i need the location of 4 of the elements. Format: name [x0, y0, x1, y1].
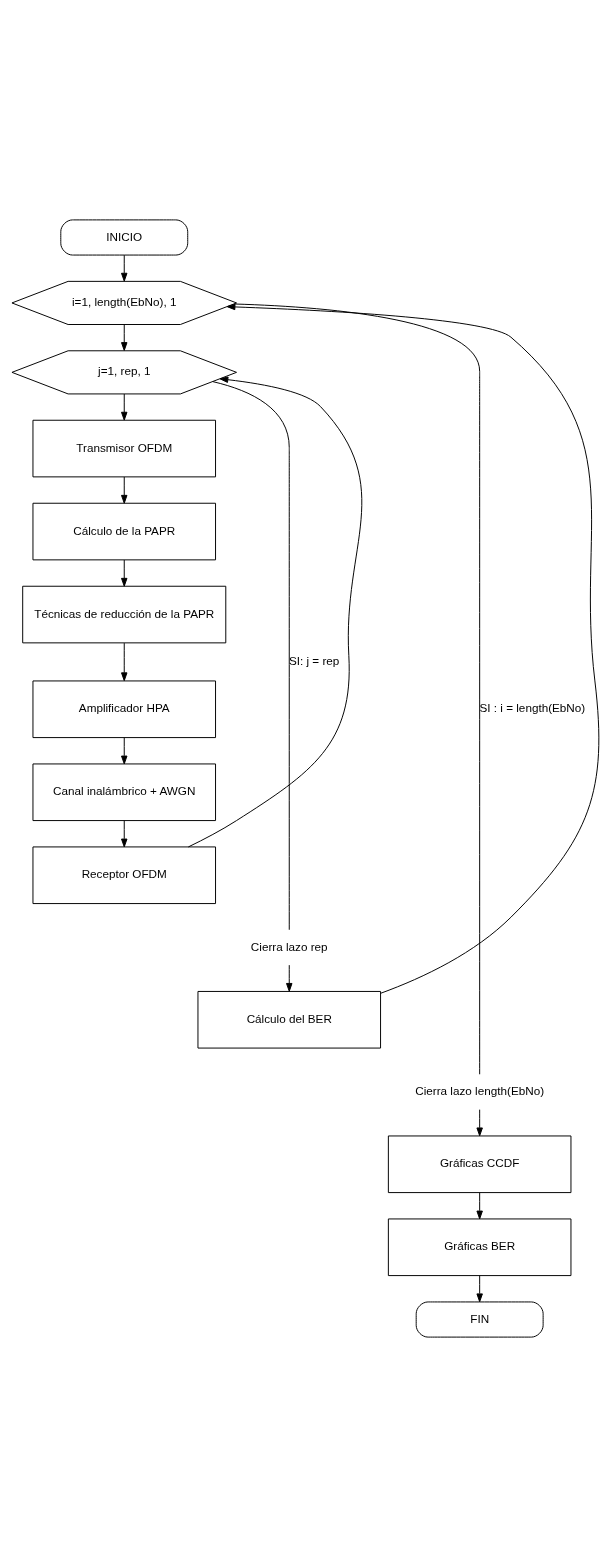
edge-label: SI : i = length(EbNo) — [479, 701, 586, 715]
node-text: Cierra lazo length(EbNo) — [415, 1084, 545, 1098]
edge-label: SI: j = rep — [288, 653, 340, 667]
node-text: Cierra lazo rep — [250, 939, 328, 953]
